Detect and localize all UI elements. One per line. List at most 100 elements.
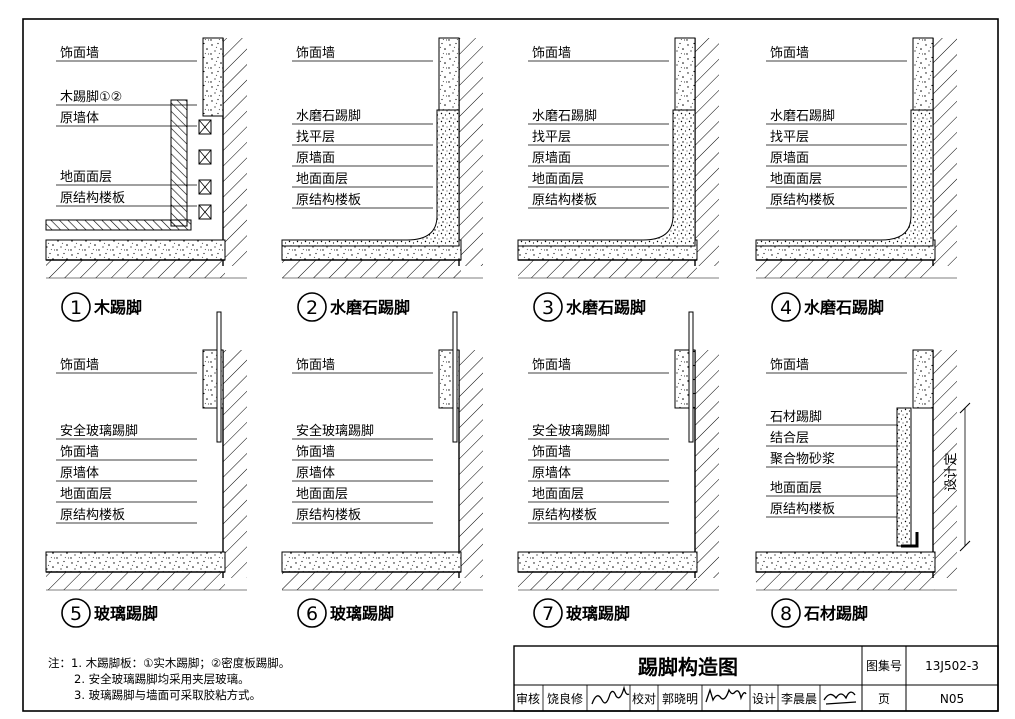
atlas-no-label: 图集号 — [866, 658, 902, 673]
detail-4-label-6: 原结构楼板 — [770, 193, 835, 208]
sheet-border — [22, 18, 999, 712]
detail-3-terrazzo-skirting — [517, 109, 696, 247]
reviewer-signature — [591, 685, 630, 705]
detail-1-finish-wall — [202, 37, 224, 117]
detail-1-label-5: 原结构楼板 — [60, 191, 125, 206]
detail-7-wall-hatch — [695, 350, 719, 578]
designer-name: 李晨晨 — [781, 691, 817, 706]
detail-7-label-1: 饰面墙 — [532, 358, 571, 373]
detail-7-glass-skirting — [688, 311, 694, 443]
detail-7-number: 7 — [542, 603, 554, 625]
detail-7-label-3: 饰面墙 — [532, 445, 571, 460]
detail-4-number: 4 — [780, 297, 792, 319]
detail-5-number-circle — [61, 598, 91, 628]
detail-8-label-5: 地面面层 — [770, 481, 822, 496]
detail-4-number-circle — [771, 292, 801, 322]
detail-6-label-5: 地面面层 — [296, 487, 348, 502]
detail-1-floor-slab — [45, 239, 226, 261]
reviewer-name: 饶良修 — [547, 691, 583, 706]
detail-8-mortar — [901, 532, 919, 548]
detail-6-label-2: 安全玻璃踢脚 — [296, 423, 374, 439]
notes: 注：1. 木踢脚板：①实木踢脚；②密度板踢脚。 2. 安全玻璃踢脚均采用夹层玻璃… — [48, 656, 290, 702]
detail-8-label-6: 原结构楼板 — [770, 502, 835, 517]
detail-4-label-4: 原墙面 — [770, 151, 809, 166]
detail-5-label-3: 饰面墙 — [60, 445, 99, 460]
detail-7-label-2: 安全玻璃踢脚 — [532, 423, 610, 439]
detail-7-caption: 玻璃踢脚 — [566, 604, 630, 623]
detail-6-floor-slab — [281, 551, 462, 573]
detail-7-label-6: 原结构楼板 — [532, 508, 597, 523]
note-3: 3. 玻璃踢脚与墙面可采取胶粘方式。 — [74, 688, 261, 702]
detail-1-label-1: 饰面墙 — [60, 46, 99, 61]
detail-1-wall-hatch — [223, 38, 247, 266]
title-block: 踢脚构造图 图集号 13J502-3 页 N05 审核 饶良修 校对 郭晓明 设… — [513, 645, 999, 712]
note-1: 注：1. 木踢脚板：①实木踢脚；②密度板踢脚。 — [48, 656, 290, 670]
detail-8-number: 8 — [780, 603, 792, 625]
detail-3-label-1: 饰面墙 — [532, 46, 571, 61]
detail-8-label-4: 聚合物砂浆 — [770, 452, 835, 467]
note-2: 2. 安全玻璃踢脚均采用夹层玻璃。 — [74, 672, 250, 686]
designer-signature — [823, 691, 857, 705]
page-label: 页 — [878, 692, 890, 706]
detail-1-caption: 木踢脚 — [93, 298, 142, 317]
detail-8-label-3: 结合层 — [770, 431, 809, 446]
detail-1-label-4: 地面面层 — [60, 170, 112, 185]
detail-4-finish-wall — [912, 37, 934, 117]
detail-2-finish-wall — [438, 37, 460, 117]
detail-3-finish-wall — [674, 37, 696, 117]
detail-5-label-4: 原墙体 — [60, 466, 99, 481]
detail-3-number: 3 — [542, 297, 554, 319]
detail-5-label-6: 原结构楼板 — [60, 508, 125, 523]
check-label: 校对 — [632, 691, 656, 706]
drawing-title: 踢脚构造图 — [638, 655, 738, 679]
detail-1-label-2: 木踢脚①② — [60, 89, 122, 105]
detail-2-terrazzo-skirting — [281, 109, 460, 247]
detail-1-wood-skirting — [170, 99, 188, 227]
review-label: 审核 — [516, 691, 540, 706]
detail-1-number-circle — [61, 292, 91, 322]
detail-8-number-circle — [771, 598, 801, 628]
detail-3-label-2: 水磨石踢脚 — [532, 108, 597, 124]
detail-5-glass-skirting — [216, 311, 222, 443]
detail-5-floor-slab — [45, 551, 226, 573]
detail-2-label-6: 原结构楼板 — [296, 193, 361, 208]
detail-5-number: 5 — [70, 603, 82, 625]
detail-8-dimension-label: 设计定 — [944, 452, 959, 491]
detail-5-caption: 玻璃踢脚 — [94, 604, 158, 623]
detail-5-wall-hatch — [223, 350, 247, 578]
detail-1-number: 1 — [70, 297, 82, 319]
detail-7-label-4: 原墙体 — [532, 466, 571, 481]
detail-2-label-4: 原墙面 — [296, 151, 335, 166]
detail-8-caption: 石材踢脚 — [803, 604, 868, 623]
detail-3-caption: 水磨石踢脚 — [566, 298, 646, 317]
detail-2-label-5: 地面面层 — [296, 172, 348, 187]
detail-8-label-1: 饰面墙 — [770, 358, 809, 373]
detail-7-floor-slab — [517, 551, 698, 573]
detail-8-floor-slab — [755, 551, 936, 573]
detail-4-caption: 水磨石踢脚 — [804, 298, 884, 317]
detail-6-number: 6 — [306, 603, 318, 625]
detail-5-label-1: 饰面墙 — [60, 358, 99, 373]
detail-4-label-1: 饰面墙 — [770, 46, 809, 61]
detail-7-label-5: 地面面层 — [532, 487, 584, 502]
detail-3-label-3: 找平层 — [532, 130, 571, 145]
detail-7-number-circle — [533, 598, 563, 628]
detail-6-label-1: 饰面墙 — [296, 358, 335, 373]
detail-8-wall-hatch — [933, 350, 957, 578]
detail-5-label-2: 安全玻璃踢脚 — [60, 423, 138, 439]
detail-4-label-2: 水磨石踢脚 — [770, 108, 835, 124]
detail-6-label-6: 原结构楼板 — [296, 508, 361, 523]
page-no: N05 — [940, 692, 964, 706]
detail-2-label-3: 找平层 — [296, 130, 335, 145]
detail-4-wall-hatch — [933, 38, 957, 266]
detail-6-label-3: 饰面墙 — [296, 445, 335, 460]
detail-3-wall-hatch — [695, 38, 719, 266]
